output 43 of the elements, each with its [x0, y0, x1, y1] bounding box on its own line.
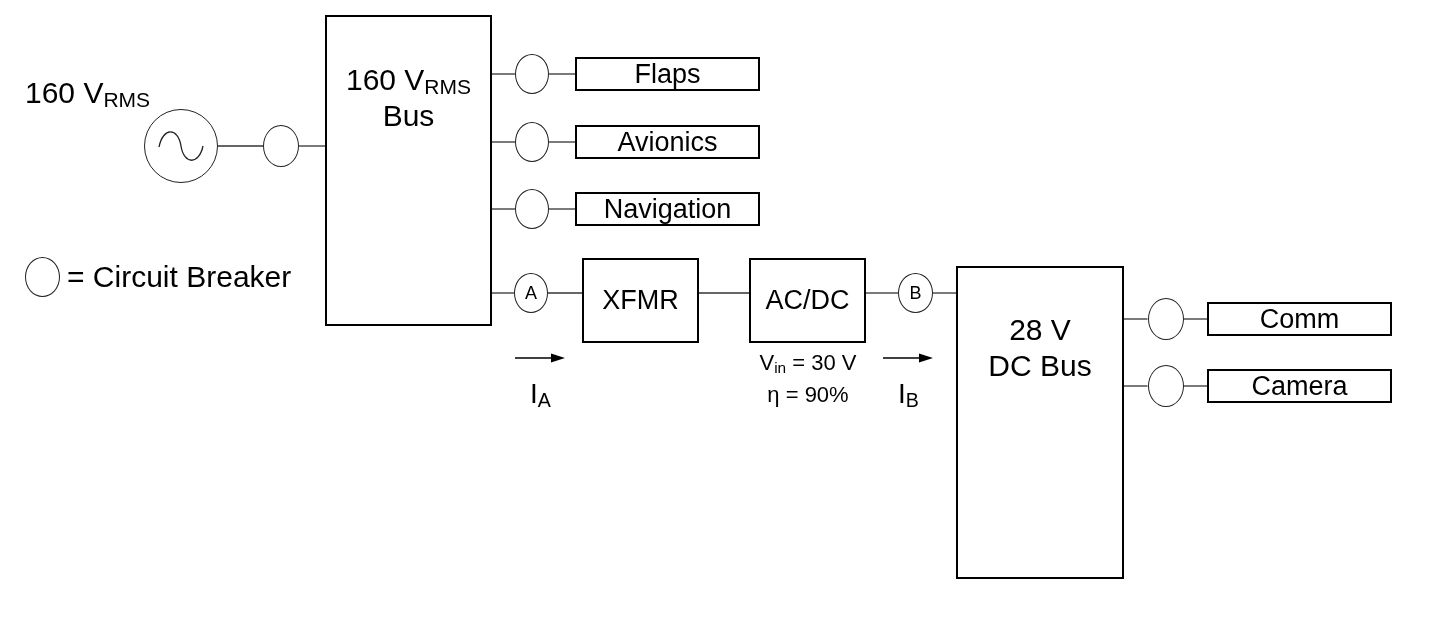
connector-line [548, 73, 576, 75]
connector-line [491, 292, 515, 294]
load-box [1207, 369, 1392, 403]
breaker-label: B [909, 282, 922, 304]
load-box [575, 125, 760, 159]
current-label: I$_{B}$ [898, 377, 919, 411]
connector-line [1123, 385, 1149, 387]
connector-line [547, 292, 583, 294]
spec-label: η = 90% [766, 381, 850, 409]
connector-line [491, 141, 516, 143]
connector-line [932, 292, 957, 294]
load-label: Avionics [617, 126, 718, 158]
converter-box [749, 258, 866, 343]
breaker-label: A [525, 282, 537, 304]
bus-label: 28 V DC Bus [987, 312, 1093, 384]
connector-line [1123, 318, 1149, 320]
connector-line [217, 145, 264, 147]
bus-label: 160 V$_{RMS}$ Bus [344, 62, 473, 134]
legend-label: = Circuit Breaker [67, 259, 292, 295]
connector-line [548, 141, 576, 143]
converter-label: XFMR [602, 285, 679, 316]
load-label: Camera [1251, 370, 1348, 402]
load-box [575, 192, 760, 226]
connector-line [298, 145, 326, 147]
converter-label: AC/DC [765, 285, 850, 316]
load-label: Comm [1259, 303, 1340, 335]
spec-label: V$_{in}$ = 30 V [758, 349, 858, 379]
connector-line [1182, 318, 1208, 320]
current-label: I$_{A}$ [530, 377, 551, 411]
connector-line [491, 73, 516, 75]
converter-box [582, 258, 699, 343]
voltage-label: 160 V$_{RMS}$ [25, 76, 151, 110]
bus-box [956, 266, 1124, 579]
connector-line [548, 208, 576, 210]
load-label: Flaps [634, 58, 701, 90]
connector-line [1182, 385, 1208, 387]
load-label: Navigation [603, 193, 732, 225]
connector-line [698, 292, 750, 294]
connector-line [865, 292, 899, 294]
load-box [575, 57, 760, 91]
load-box [1207, 302, 1392, 336]
bus-box [325, 15, 492, 326]
connector-line [491, 208, 516, 210]
